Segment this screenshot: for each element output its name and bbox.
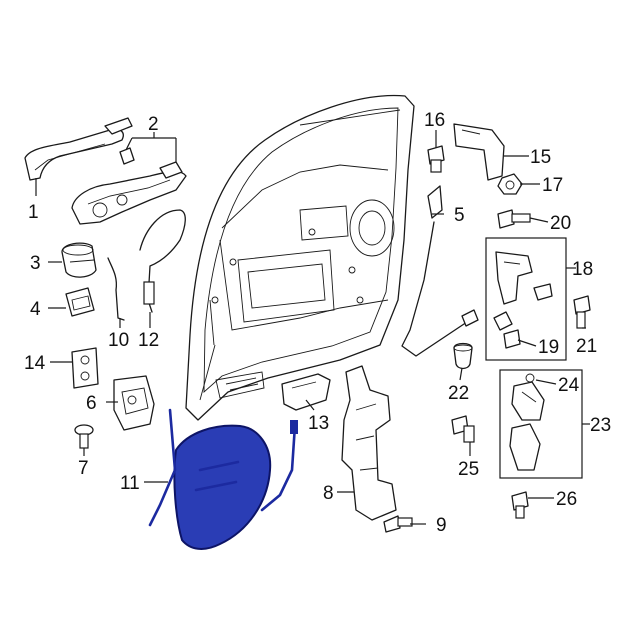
callout-17: 17 [542,175,563,196]
part-lock-cylinder [61,242,97,278]
part-nut-17 [497,173,523,195]
part-upper-hinge [427,123,505,181]
part-outside-handle [24,117,133,181]
part-rod [107,257,125,321]
part-screw-7 [74,424,94,449]
part-switch [65,287,95,317]
callout-8: 8 [323,483,334,504]
callout-16: 16 [424,110,445,131]
callout-14: 14 [24,353,46,374]
part-bushing-22 [453,342,473,370]
callout-22: 22 [448,383,469,404]
callout-25: 25 [458,459,479,480]
part-bolt-21 [573,295,591,329]
callout-3: 3 [30,253,41,274]
part-bolt-20 [497,209,531,229]
part-cable [139,209,186,313]
door-frame [185,94,415,421]
callout-5: 5 [454,205,465,226]
callout-12: 12 [138,330,159,351]
callout-4: 4 [30,299,41,320]
callout-10: 10 [108,330,129,351]
part-striker [71,347,99,389]
part-vertical-bracket [341,365,397,521]
part-highlighted-regulator [148,408,298,550]
callout-26: 26 [556,489,577,510]
leader-lines [35,130,590,525]
callout-labels: 1 2 3 4 5 6 7 8 9 10 11 12 13 14 15 16 1… [24,110,611,536]
callout-2: 2 [148,114,159,135]
part-wire-harness [401,185,479,357]
callout-24: 24 [558,375,580,396]
callout-23: 23 [590,415,611,436]
callout-7: 7 [78,458,89,479]
part-handle-bracket [71,147,187,225]
part-lower-hinge-group [485,237,567,361]
callout-19: 19 [538,337,559,358]
callout-9: 9 [436,515,447,536]
callout-15: 15 [530,147,551,168]
part-inside-handle [281,373,331,411]
callout-21: 21 [576,336,597,357]
callout-13: 13 [308,413,329,434]
part-latch [113,375,155,431]
callout-20: 20 [550,213,571,234]
part-screw-9 [383,515,413,533]
callout-1: 1 [28,202,39,223]
part-bolt-25 [451,415,475,443]
callout-6: 6 [86,393,97,414]
callout-18: 18 [572,259,593,280]
callout-11: 11 [120,473,140,494]
part-bolt-26 [511,491,529,519]
part-hinge-group-23 [499,369,583,479]
